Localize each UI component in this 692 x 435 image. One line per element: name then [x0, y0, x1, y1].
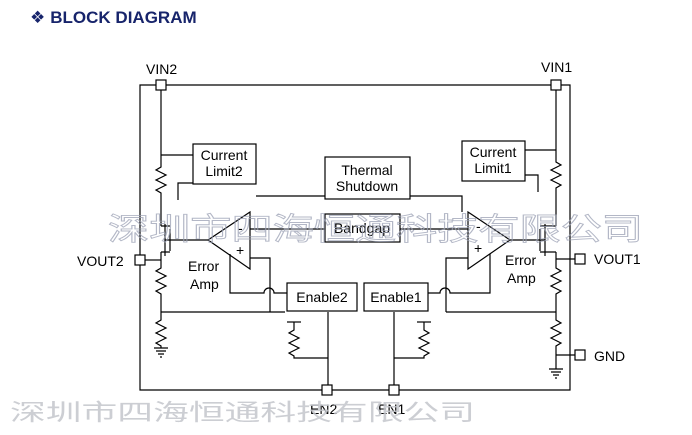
vin1-label: VIN1 — [541, 59, 572, 75]
pulldown-resistor-en1 — [394, 322, 431, 359]
left-amp-minus: - — [238, 220, 243, 236]
current-limit2-line2: Limit2 — [205, 163, 243, 179]
current-limit2-line1: Current — [201, 147, 248, 163]
vout2-label: VOUT2 — [77, 253, 124, 269]
vout2-pin — [134, 254, 146, 266]
watermark-mid: 深圳市四海恒通科技有限公司 — [108, 212, 643, 248]
ground-left — [154, 347, 168, 358]
error-amp-right — [467, 210, 512, 271]
en2-label: EN2 — [310, 401, 337, 417]
block-diagram-title: ❖BLOCK DIAGRAM — [30, 8, 197, 28]
vout1-label: VOUT1 — [594, 251, 641, 267]
vin1-pin — [550, 79, 562, 91]
thermal-shutdown-line2: Shutdown — [336, 178, 398, 194]
title-text: BLOCK DIAGRAM — [50, 8, 197, 27]
current-limit2-block — [192, 143, 257, 185]
title-bullet-icon: ❖ — [30, 8, 46, 27]
bandgap-block — [324, 213, 401, 243]
gnd-label: GND — [594, 348, 625, 364]
error-amp-right-line1: Error — [505, 252, 536, 268]
gnd-pin — [574, 349, 586, 361]
wires — [139, 84, 571, 391]
en2-pin — [321, 384, 333, 396]
error-amp-left-line1: Error — [188, 258, 219, 274]
outer-frame — [139, 84, 571, 391]
bandgap-label: Bandgap — [334, 220, 390, 236]
error-amp-left — [206, 210, 251, 271]
watermark-bottom: 深圳市四海恒通科技有限公司 — [10, 400, 475, 426]
enable2-label: Enable2 — [296, 289, 348, 305]
en1-pin — [388, 384, 400, 396]
left-amp-plus: + — [236, 242, 244, 258]
enable1-block — [363, 282, 429, 312]
current-limit1-block — [461, 140, 526, 182]
current-limit1-line2: Limit1 — [474, 160, 512, 176]
divider-bottom-resistor-left — [154, 312, 168, 348]
error-amp-right-line2: Amp — [507, 270, 536, 286]
sense-resistor-right — [549, 150, 563, 212]
vin2-label: VIN2 — [146, 61, 177, 77]
thermal-shutdown-block — [324, 156, 411, 200]
divider-bottom-resistor-right — [549, 312, 563, 355]
thermal-shutdown-line1: Thermal — [341, 162, 392, 178]
current-limit1-line1: Current — [470, 144, 517, 160]
vout1-pin — [574, 253, 586, 265]
en1-label: EN1 — [378, 401, 405, 417]
right-amp-minus: - — [476, 218, 481, 234]
enable2-block — [286, 282, 358, 312]
error-amp-left-line2: Amp — [190, 276, 219, 292]
vin2-pin — [155, 79, 167, 91]
divider-top-resistor-right — [549, 259, 563, 312]
enable1-label: Enable1 — [370, 289, 422, 305]
ground-right — [549, 368, 563, 379]
pulldown-resistor-en2 — [287, 322, 328, 359]
divider-top-resistor-left — [154, 260, 168, 312]
right-amp-plus: + — [474, 240, 482, 256]
sense-resistor-left — [154, 155, 168, 212]
